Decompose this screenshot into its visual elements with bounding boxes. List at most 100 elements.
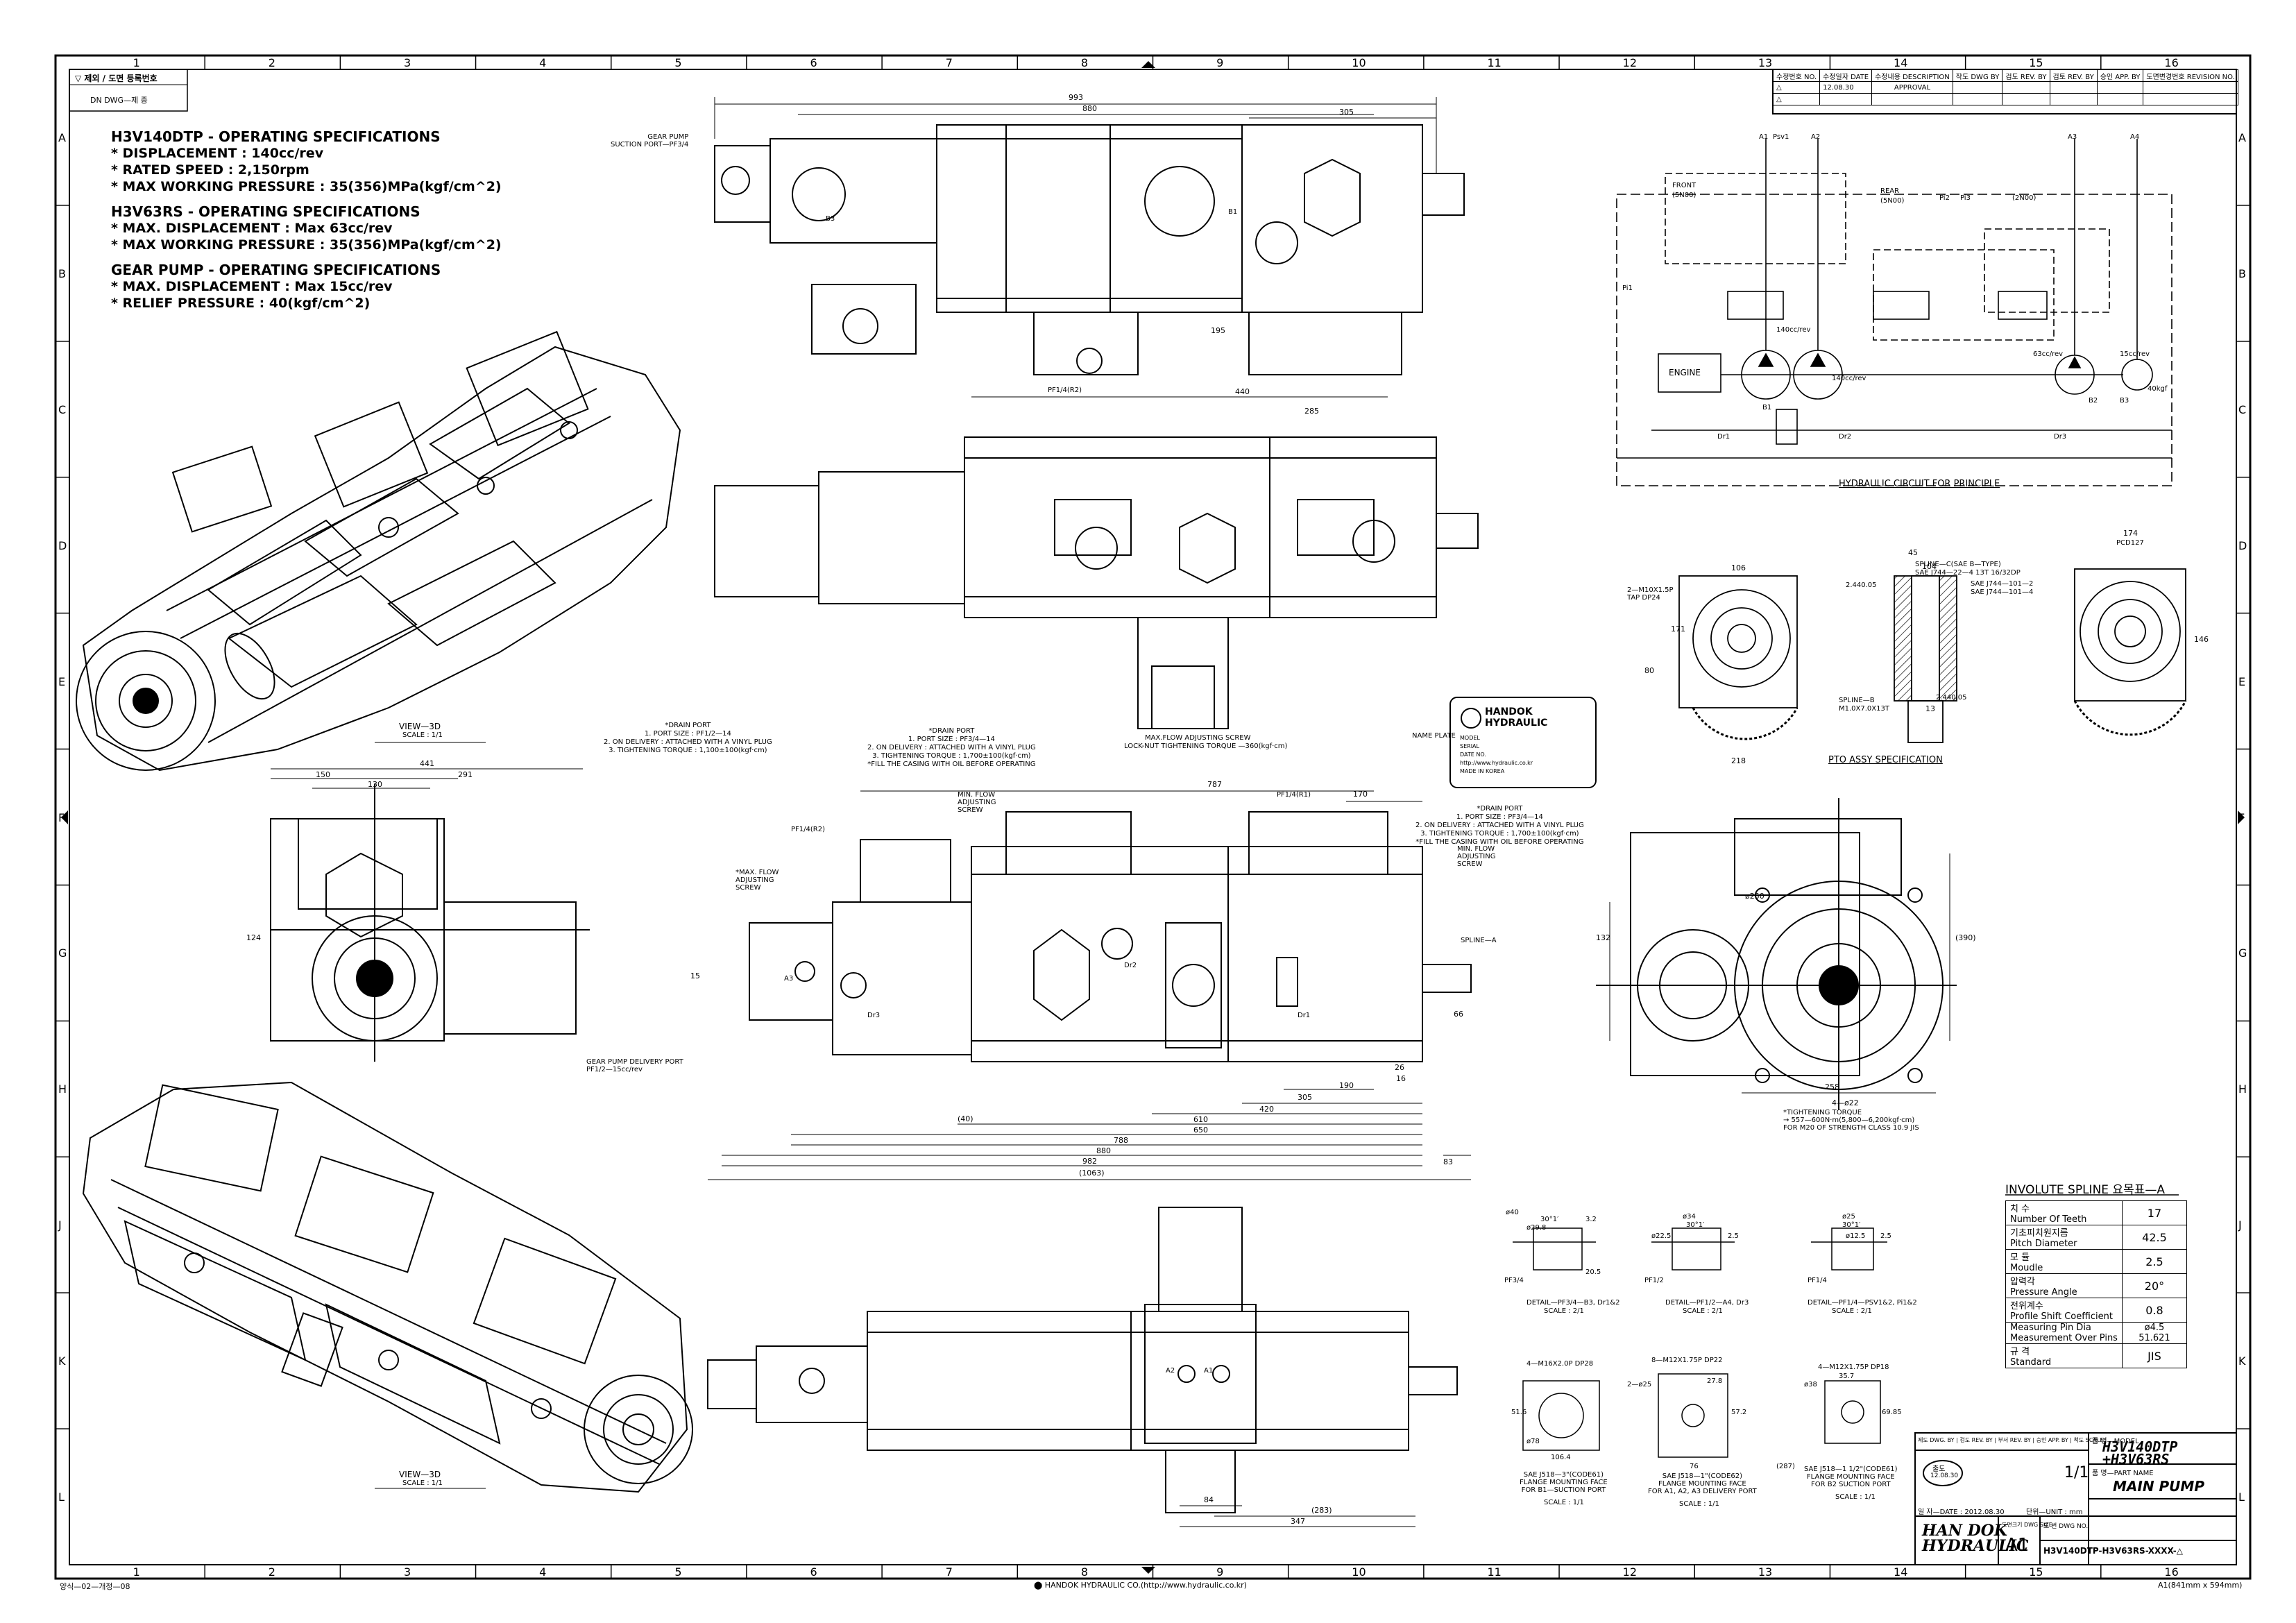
grid-label-row: C xyxy=(2238,402,2247,416)
detail3-dim: ø25 xyxy=(1842,1213,1855,1221)
h3v63-spec-line: * MAX. DISPLACEMENT : Max 63cc/rev xyxy=(111,221,393,236)
nameplate-field: MODEL xyxy=(1460,735,1480,741)
view-3d-scale: SCALE : 1/1 xyxy=(402,731,443,739)
spline-prop-kr: 기초피치원지름 xyxy=(2010,1228,2068,1239)
spline-table-title: INVOLUTE SPLINE 요목표—A xyxy=(2005,1183,2165,1197)
nameplate-brand-line: HYDRAULIC xyxy=(1485,717,1548,729)
view-3d-label: VIEW—3D xyxy=(399,1470,441,1479)
dwg-stamp-sub: DN DWG—제 증 xyxy=(90,96,148,105)
grid-label-row: H xyxy=(2238,1082,2247,1096)
grid-label-col: 15 xyxy=(2029,1565,2043,1579)
rev-cell xyxy=(2096,93,2144,105)
pto-dim-146: 146 xyxy=(2194,635,2209,644)
rev-cell xyxy=(1952,93,2003,105)
circuit-dr2: Dr2 xyxy=(1839,433,1852,441)
rev-col-header: 도면변경번호 REVISION NO. xyxy=(2143,69,2238,82)
dim-291: 291 xyxy=(458,770,473,779)
note-line: 2. ON DELIVERY : ATTACHED WITH A VINYL P… xyxy=(604,738,772,746)
grid-label-col: 15 xyxy=(2029,56,2043,69)
grid-label-col: 10 xyxy=(1352,1565,1366,1579)
circuit-pi2: Pi2 xyxy=(1939,194,1950,202)
grid-label-col: 16 xyxy=(2164,1565,2179,1579)
footer-company: ⬤ HANDOK HYDRAULIC CO.(http://www.hydrau… xyxy=(1034,1581,1247,1590)
grid-label-col: 16 xyxy=(2164,56,2179,69)
dim-347: 347 xyxy=(1291,1517,1305,1526)
circuit-dr1: Dr1 xyxy=(1717,433,1730,441)
grid-label-col: 5 xyxy=(674,1565,682,1579)
pf14-r2-label: PF1/4(R2) xyxy=(1048,386,1082,394)
dim-788: 788 xyxy=(1114,1136,1128,1145)
detail1-dim: 20.5 xyxy=(1585,1268,1601,1276)
flange1-dim: 106.4 xyxy=(1551,1454,1571,1461)
h3v63-spec-line: * MAX WORKING PRESSURE : 35(356)MPa(kgf/… xyxy=(111,237,502,253)
pump-top-view xyxy=(714,124,1465,375)
pump-left-end-view xyxy=(270,784,590,1062)
circuit-pump3-label: 63cc/rev xyxy=(2033,350,2064,358)
rev-cell xyxy=(2049,81,2098,94)
grid-label-col: 1 xyxy=(133,56,140,69)
view-3d-upper xyxy=(76,330,681,772)
detail2-dim: 2.5 xyxy=(1728,1232,1739,1240)
rev-cell: APPROVAL xyxy=(1871,81,1953,94)
circuit-rear-sub: (5N00) xyxy=(1880,197,1905,205)
pto-dim-106: 106 xyxy=(1731,563,1746,572)
detail1-scale: SCALE : 2/1 xyxy=(1544,1307,1584,1315)
grid-label-row: L xyxy=(2238,1490,2245,1504)
max-flow-screw-note-2: *MAX. FLOW ADJUSTING SCREW xyxy=(735,869,779,892)
dim-195: 195 xyxy=(1211,326,1225,335)
dwg-no: H3V140DTP-H3V63RS-XXXX-△ xyxy=(2043,1546,2183,1556)
pf14-r2-label-front: PF1/4(R2) xyxy=(791,826,825,833)
rev-cell xyxy=(2096,81,2144,94)
circuit-title: HYDRAULIC CIRCUIT FOR PRINCIPLE xyxy=(1839,479,2000,489)
detail1-dim: ø40 xyxy=(1506,1209,1519,1216)
spline-value: 20° xyxy=(2121,1273,2187,1298)
port-details xyxy=(1513,1227,1887,1458)
grid-label-col: 14 xyxy=(1894,1565,1908,1579)
flange3-scale: SCALE : 1/1 xyxy=(1835,1493,1876,1501)
circuit-a4: A4 xyxy=(2130,133,2140,141)
flange3-dim: 69.85 xyxy=(1882,1409,1902,1416)
spline-value: 42.5 xyxy=(2121,1225,2187,1250)
pump-bottom-view xyxy=(707,1207,1458,1513)
note-line: *DRAIN PORT xyxy=(928,727,975,735)
spline-prop-kr: 치 수 xyxy=(2010,1204,2030,1214)
pto-spline-b: SPLINE—B xyxy=(1839,697,1875,704)
gear-pump-spec-line: * RELIEF PRESSURE : 40(kgf/cm^2) xyxy=(111,296,371,311)
dim-15: 15 xyxy=(690,971,700,980)
dim-420: 420 xyxy=(1259,1105,1274,1114)
dwg-size: A1 xyxy=(2005,1535,2030,1556)
spline-value: JIS xyxy=(2121,1343,2187,1368)
rev-cell xyxy=(2002,81,2050,94)
model-name: H3V140DTP +H3V63RS xyxy=(2102,1438,2178,1468)
dim-170: 170 xyxy=(1353,790,1368,799)
grid-label-row: J xyxy=(58,1218,62,1232)
rev-col-header: 수정번호 NO. xyxy=(1772,69,1821,82)
h3v140-spec-line: * RATED SPEED : 2,150rpm xyxy=(111,162,309,178)
pto-title: PTO ASSY SPECIFICATION xyxy=(1828,755,1943,765)
pto-tap-note: 2—M10X1.5P TAP DP24 xyxy=(1627,586,1674,602)
operating-specifications: H3V140DTP - OPERATING SPECIFICATIONS * D… xyxy=(111,128,502,312)
dim-16: 16 xyxy=(1396,1074,1406,1083)
pto-dim-171: 171 xyxy=(1671,624,1685,634)
detail3-scale: SCALE : 2/1 xyxy=(1832,1307,1872,1315)
circuit-a3: A3 xyxy=(2068,133,2077,141)
circuit-engine-label: ENGINE xyxy=(1669,368,1701,377)
flange1-dim: ø78 xyxy=(1527,1438,1540,1445)
port-a1: A1 xyxy=(1204,1367,1214,1375)
pto-assembly xyxy=(1678,568,2187,743)
revision-table-row: △ xyxy=(1772,93,2238,105)
detail1-dim: ø29.8 xyxy=(1527,1224,1547,1232)
grid-label-col: 4 xyxy=(539,56,547,69)
pto-dim-13: 13 xyxy=(1925,704,1935,713)
nameplate-field: DATE NO. xyxy=(1460,751,1486,758)
circuit-b2: B2 xyxy=(2089,397,2098,405)
title-block-header: 제도 DWG. BY | 검도 REV. BY | 부서 REV. BY | 승… xyxy=(1918,1437,2104,1443)
grid-label-col: 10 xyxy=(1352,56,1366,69)
gear-pump-spec-title: GEAR PUMP - OPERATING SPECIFICATIONS xyxy=(111,262,441,278)
spline-prop-en: Profile Shift Coefficient xyxy=(2010,1311,2113,1322)
flange3-caption: SAE J518—1 1/2"(CODE61) FLANGE MOUNTING … xyxy=(1804,1465,1898,1488)
detail2-dim: 30°1′ xyxy=(1686,1221,1705,1229)
